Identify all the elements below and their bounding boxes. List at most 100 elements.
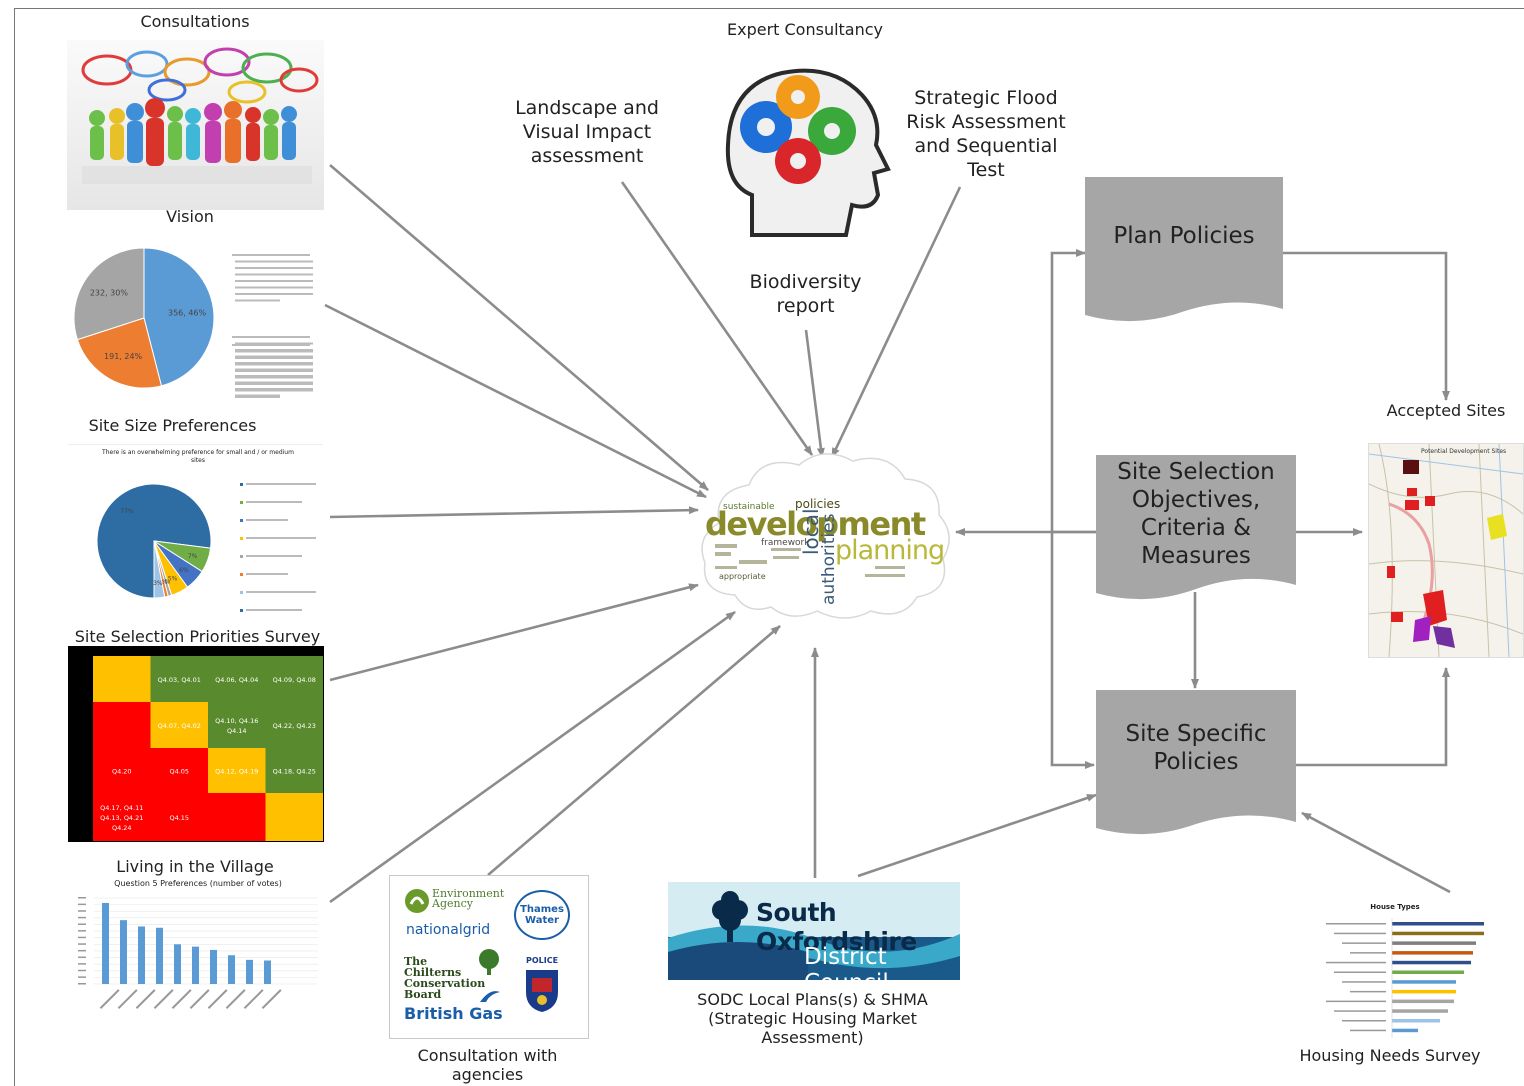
priority-cell-0-1: [150, 656, 208, 702]
accepted-sites-label: Accepted Sites: [1386, 401, 1506, 420]
flood-risk-bubble: Strategic Flood Risk Assessment and Sequ…: [898, 86, 1074, 182]
cloud-minor-words: [715, 544, 905, 577]
living-chart: Question 5 Preferences (number of votes): [68, 876, 323, 1042]
arrow-flood: [830, 186, 962, 458]
people-speech-bubbles-icon: [81, 47, 319, 184]
living-xtick-9: [261, 989, 282, 1009]
house-type-bar-11: [1392, 1028, 1418, 1033]
priority-cell-3-2: [208, 793, 266, 841]
priority-cell-0-3: [265, 656, 323, 702]
arrow-consultations: [329, 164, 709, 491]
site-size-pie-slice-0: [96, 483, 212, 599]
house-type-label-6: [1342, 981, 1386, 983]
gear-green: [808, 107, 856, 155]
house-types-title: House Types: [1370, 903, 1420, 911]
vision-pie-slice-0: [143, 247, 215, 387]
priority-cell-1-1: [150, 702, 208, 748]
site-size-pie-label-0: 77%: [120, 508, 134, 515]
living-bar-4: [174, 944, 181, 984]
consultations-label: Consultations: [140, 12, 250, 31]
site-size-pie-slice-6: [153, 540, 166, 599]
word-planning: planning: [835, 535, 945, 566]
priority-cell-0-2: [208, 656, 266, 702]
vision-pie-slice-2: [73, 247, 145, 341]
living-xtick-1: [117, 989, 138, 1009]
arrow-vision: [324, 303, 707, 499]
expert-consultancy-label: Expert Consultancy: [726, 20, 884, 39]
priority-cell-2-1: [150, 748, 208, 793]
living-bar-2: [138, 926, 145, 984]
diagram-frame: [14, 8, 1524, 1086]
priority-cell-3-3: [265, 793, 323, 841]
site-map-graphic: [1369, 444, 1523, 657]
house-type-label-8: [1326, 1000, 1386, 1003]
national-grid-logo: nationalgrid: [406, 922, 491, 938]
site-size-pie-label-4: 1%: [161, 578, 171, 585]
priority-cell-text: Q4.10, Q4.16: [215, 717, 258, 725]
house-type-label-9: [1334, 1010, 1386, 1012]
priority-cell-text: Q4.14: [227, 727, 247, 735]
arrow-priorities: [329, 583, 699, 682]
priority-cell-2-2: [208, 748, 266, 793]
house-type-label-2: [1342, 942, 1386, 944]
police-logo: POLICE: [518, 956, 566, 965]
head-gears-image: [712, 45, 897, 245]
vision-pie-label-1: 191, 24%: [104, 352, 143, 361]
word-framework: framework: [761, 538, 810, 548]
living-bar-3: [156, 927, 163, 984]
priority-cell-text: Q4.06, Q4.04: [215, 676, 258, 684]
vision-pie-label-2: 232, 30%: [90, 288, 129, 297]
word-appropriate: appropriate: [719, 572, 766, 581]
housing-needs-chart: House Types: [1280, 900, 1500, 1044]
house-type-bar-5: [1392, 970, 1464, 974]
priority-cell-text: Q4.24: [112, 824, 132, 832]
living-subtitle: Question 5 Preferences (number of votes): [114, 879, 282, 888]
priority-cell-text: Q4.18, Q4.25: [273, 768, 316, 776]
vision-chart: 356, 46% 191, 24% 232, 30%: [68, 236, 323, 402]
gear-blue: [740, 101, 792, 153]
arrow-biodiversity: [804, 329, 825, 458]
plan-policies-shape: [1085, 177, 1283, 322]
priority-cell-2-0: [93, 748, 151, 793]
sodc-logo-graphic: [668, 882, 960, 980]
priority-cell-3-1: [150, 793, 208, 841]
word-policies: policies: [795, 497, 841, 511]
living-bar-8: [246, 959, 253, 984]
british-gas-flame-icon: [480, 991, 500, 1002]
gear-red: [775, 138, 821, 184]
site-selection-shape: [1096, 455, 1296, 600]
head-gears-icon: [725, 68, 891, 237]
house-type-label-3: [1350, 952, 1386, 954]
house-type-label-7: [1350, 990, 1386, 993]
site-size-pie-label-6: 3%: [153, 580, 163, 587]
site-selection-priorities-label: Site Selection Priorities Survey: [74, 627, 321, 646]
housing-needs-survey-label: Housing Needs Survey: [1299, 1046, 1481, 1065]
site-size-subtitle: There is an overwhelming preference for …: [102, 449, 294, 464]
arrow-plan-to-accepted: [1283, 251, 1450, 401]
site-size-chart: There is an overwhelming preference for …: [68, 444, 323, 612]
vision-pie-label-0: 356, 46%: [168, 309, 207, 318]
house-type-bar-1: [1392, 931, 1484, 936]
living-bar-9: [264, 960, 271, 984]
living-xtick-5: [189, 989, 210, 1009]
landscape-visual-impact-bubble: Landscape and Visual Impact assessment: [507, 96, 667, 168]
priority-cell-text: Q4.17, Q4.11: [100, 804, 143, 812]
house-type-bar-0: [1392, 922, 1484, 926]
house-type-label-1: [1334, 932, 1386, 935]
vision-pie-slice-1: [76, 317, 163, 389]
priority-cell-text: Q4.09, Q4.08: [273, 676, 316, 684]
plan-policies-label: Plan Policies: [1113, 223, 1255, 249]
site-size-legend: [240, 483, 316, 612]
house-type-label-10: [1342, 1020, 1386, 1022]
site-specific-shape: [1096, 690, 1296, 835]
living-xtick-2: [135, 989, 156, 1009]
priority-cell-1-3: [265, 702, 323, 748]
living-bar-6: [210, 949, 217, 984]
biodiversity-bubble: Biodiversity report: [738, 270, 873, 318]
british-gas-logo: British Gas: [404, 1004, 503, 1023]
chilterns-logo: The Chilterns Conservation Board: [404, 955, 486, 1001]
arrow-agencies: [487, 625, 781, 876]
arrow-site-size: [329, 506, 699, 519]
house-type-bar-7: [1392, 989, 1456, 994]
